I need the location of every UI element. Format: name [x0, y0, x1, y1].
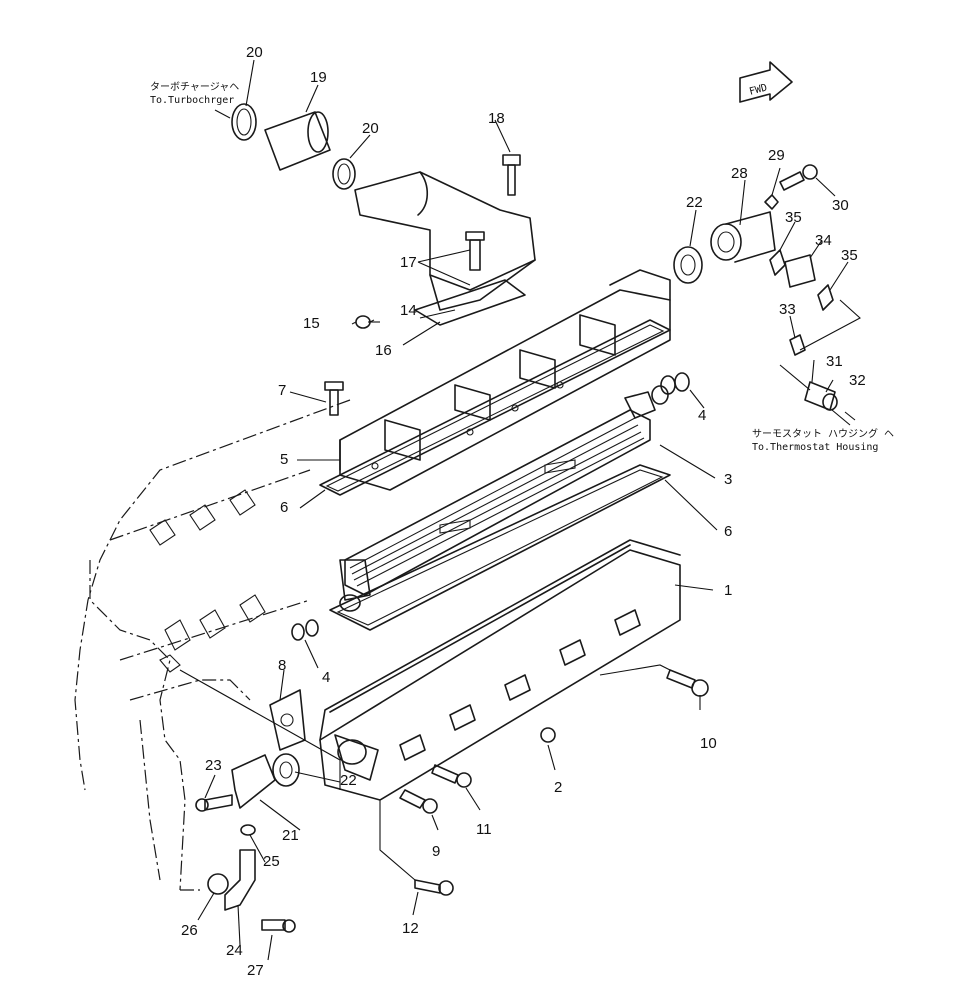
callout: 26: [181, 922, 198, 939]
gasket-16: [414, 279, 526, 326]
callout: 25: [263, 853, 280, 870]
manifold-housing: [319, 539, 681, 801]
callout: 35: [841, 247, 858, 264]
callout: 32: [849, 372, 866, 389]
callout: 6: [724, 523, 732, 540]
callout: 8: [278, 657, 286, 674]
gasket-26: [207, 873, 229, 895]
bolt-18: [502, 154, 521, 196]
fwd-arrow: FWD: [739, 61, 793, 103]
note-thermo-jp: サーモスタット ハウジング ヘ: [752, 427, 894, 440]
gasket-upper: [319, 319, 671, 496]
fitting-35a: [769, 249, 786, 276]
callout: 4: [698, 407, 706, 424]
bolt-12: [414, 879, 454, 896]
note-turbo-en: To.Turbochrger: [150, 95, 234, 106]
callout: 15: [303, 315, 320, 332]
callout: 35: [785, 209, 802, 226]
fitting-35b: [817, 284, 834, 311]
bolt-9: [399, 789, 438, 814]
note-turbo-jp: ターボチャージャヘ: [150, 81, 239, 93]
callout: 14: [400, 302, 417, 319]
upper-cover: [339, 269, 671, 491]
bolt-30: [779, 164, 818, 191]
connector-31-32: [804, 381, 838, 411]
callout: 7: [278, 382, 286, 399]
gasket-8: [269, 689, 306, 751]
hose-19: [264, 111, 331, 171]
clamp-20b: [332, 158, 356, 190]
callout: 30: [832, 197, 849, 214]
callout: 3: [724, 471, 732, 488]
callout: 19: [310, 69, 327, 86]
bolt-33: [789, 334, 806, 356]
callout: 2: [554, 779, 562, 796]
hose-34: [784, 254, 816, 288]
callout: 5: [280, 451, 288, 468]
callout: 20: [362, 120, 379, 137]
plug-2: [540, 727, 556, 743]
callout: 10: [700, 735, 717, 752]
clamp-20a: [231, 103, 257, 141]
orings-4a: [660, 372, 690, 395]
gasket-22b: [272, 753, 300, 787]
callout: 28: [731, 165, 748, 182]
bolt-23: [195, 794, 233, 812]
callout: 29: [768, 147, 785, 164]
engine-block-outline: [74, 399, 351, 891]
callout: 22: [686, 194, 703, 211]
callout: 33: [779, 301, 796, 318]
callout: 24: [226, 942, 243, 959]
callout: 21: [282, 827, 299, 844]
clip-29: [764, 194, 779, 210]
callout: 34: [815, 232, 832, 249]
bolt-17: [465, 231, 485, 271]
oring-25: [240, 824, 256, 836]
callout: 6: [280, 499, 288, 516]
callout-numbers: 20 19 20 18 17 15 14 16 7 5 6 4 3 6 1 4 …: [181, 44, 866, 979]
bolt-7: [324, 381, 344, 416]
bolt-27: [261, 919, 296, 933]
bolt-10: [666, 669, 709, 697]
intake-elbow: [354, 171, 536, 311]
callout: 11: [476, 821, 492, 838]
callout: 20: [246, 44, 263, 61]
callout: 12: [402, 920, 419, 937]
callout: 16: [375, 342, 392, 359]
callout: 1: [724, 582, 732, 599]
note-thermo-en: To.Thermostat Housing: [752, 442, 878, 453]
callout: 23: [205, 757, 222, 774]
fwd-label: FWD: [748, 82, 768, 97]
callout: 31: [826, 353, 843, 370]
callout: 4: [322, 669, 330, 686]
pipe-24: [224, 849, 256, 911]
gasket-lower: [329, 464, 671, 631]
gasket-22a: [673, 246, 703, 284]
oil-cooler-core: [339, 385, 669, 612]
callout: 27: [247, 962, 264, 979]
elbow-21: [231, 754, 276, 809]
orings-4b: [291, 619, 319, 641]
bolt-11: [431, 764, 472, 788]
housing-28: [710, 211, 776, 263]
callout: 22: [340, 772, 357, 789]
leader-lines: [179, 59, 861, 961]
callout: 17: [400, 254, 417, 271]
callout: 9: [432, 843, 440, 860]
callout: 18: [488, 110, 505, 127]
